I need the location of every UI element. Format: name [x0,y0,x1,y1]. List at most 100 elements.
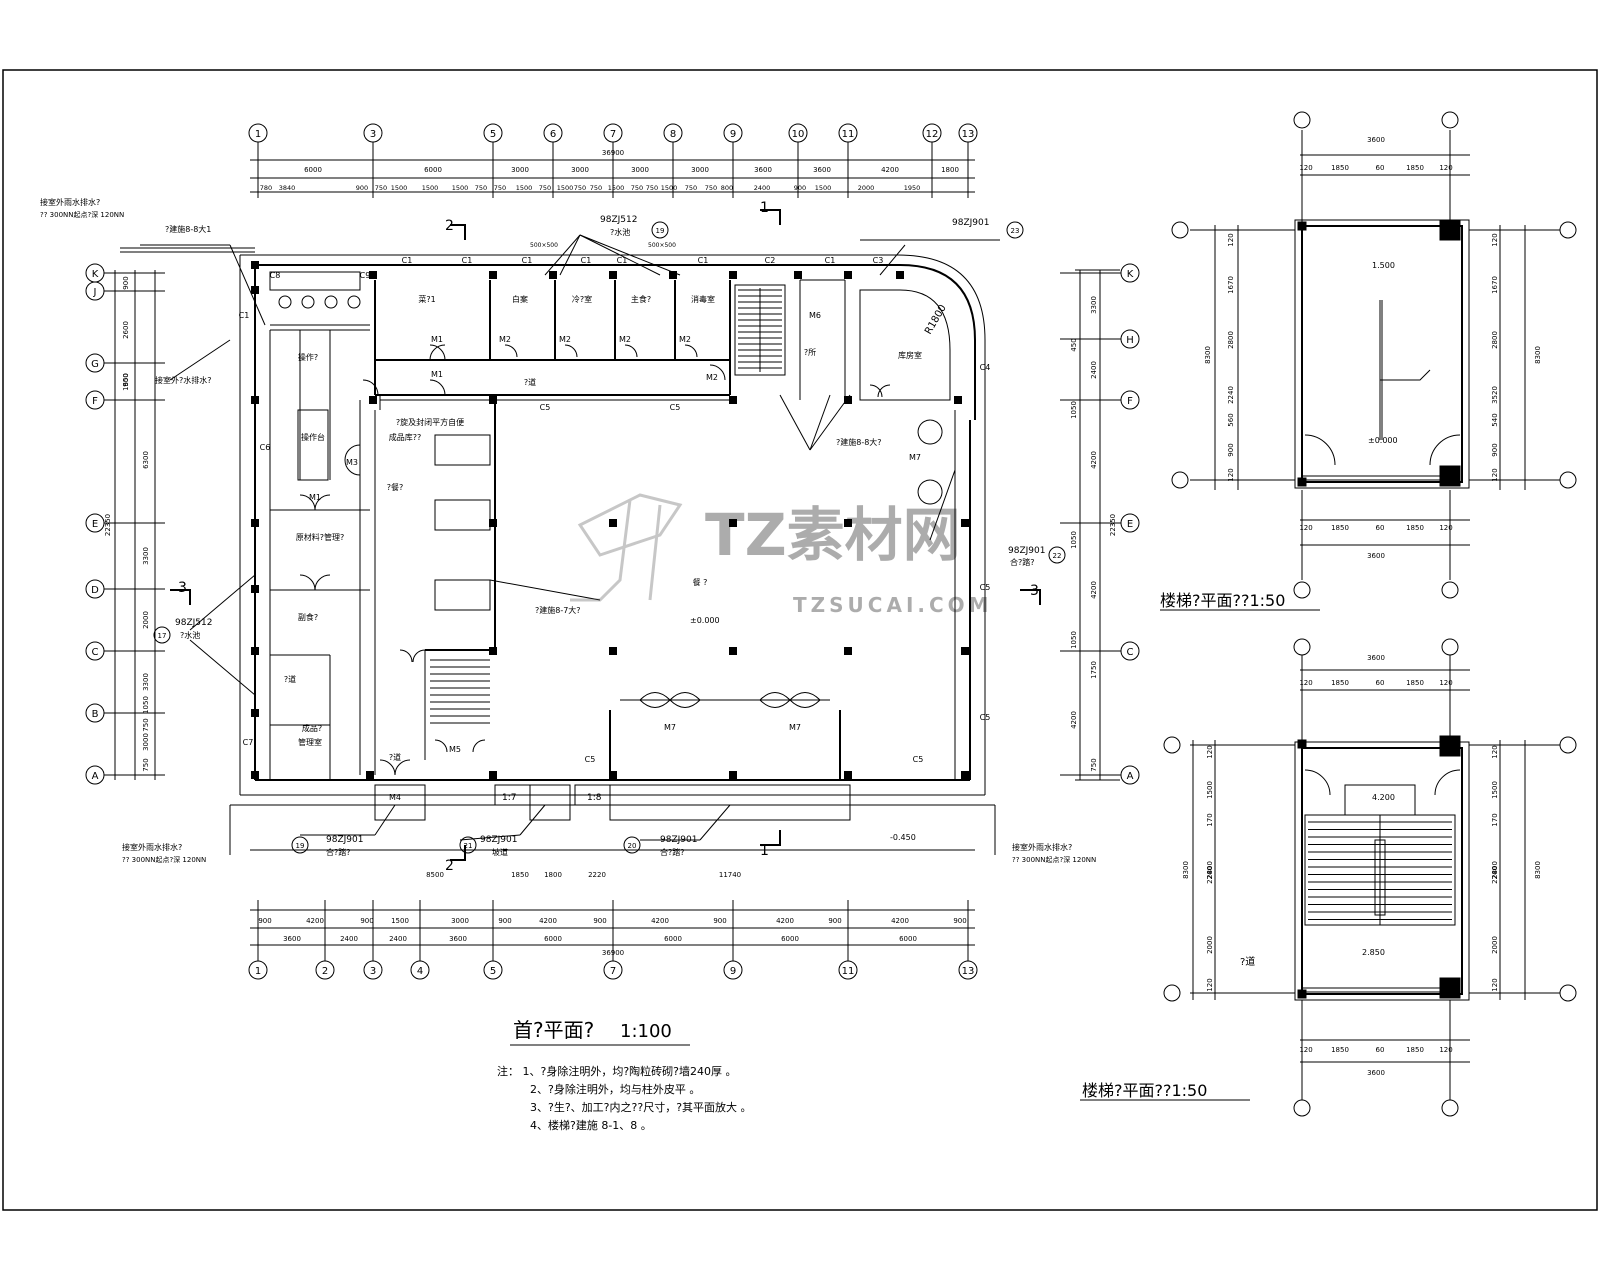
column [369,396,377,404]
callout-std-ref-sub: ?水池 [610,227,630,237]
window-label: C5 [980,713,991,722]
column [489,271,497,279]
dim-top-detail: 1500 [815,184,832,192]
stair-a-level: 1.500 [1372,261,1395,270]
dim-top: 3000 [511,166,529,174]
column [251,585,259,593]
stair-a-dim-left: 1670 [1227,276,1235,294]
dim-bottom: 4200 [776,917,794,925]
dim-left-total: 22350 [104,514,112,536]
stair-b-corridor: ?道 [1240,955,1255,968]
axis-bottom-label: 7 [610,966,616,977]
dim-left: 750 [142,718,150,731]
window-label: C1 [522,256,533,265]
general-notes: 注： 1、?身除注明外，均?陶粒砖砌?墙240厚 。2、?身除注明外，均与柱外皮… [497,1064,752,1132]
stair-a-dim-left: 120 [1227,233,1235,246]
stair-b-dim-left: 2000 [1206,936,1214,954]
column [489,519,497,527]
door-label: M2 [499,335,511,344]
stair-a-dim-total-left: 8300 [1204,346,1212,364]
dim-top-detail: 1500 [422,184,439,192]
dim-top-detail: 2000 [858,184,875,192]
stair-plan-a [1160,111,1577,611]
axis-bottom-label: 3 [370,966,376,977]
column [609,771,617,779]
callout-slope: 1:7 [502,793,516,803]
axis-right-label: C [1127,647,1134,658]
ref-number: 19 [656,227,665,235]
window-label: C7 [243,738,254,747]
stair-b-level: 4.200 [1372,793,1395,802]
column [961,647,969,655]
stair-a-dim-left: 120 [1227,468,1235,481]
dim-top-total: 36900 [602,149,624,157]
dim-bottom: 4200 [306,917,324,925]
dim-bottom-extra: 1800 [544,871,562,879]
dim-right: 3300 [1090,296,1098,314]
dim-top-detail: 1500 [452,184,469,192]
dim-bottom-extra: 11740 [719,871,741,879]
window-label: C1 [402,256,413,265]
section-1-bottom: 1 [760,843,769,859]
stair-b-dim-total: 3600 [1367,1069,1385,1077]
dim-top-detail: 750 [631,184,643,192]
dim-bottom-extra: 2220 [588,871,606,879]
window-label: C8 [270,271,281,280]
dim-left: 3000 [142,733,150,751]
column [729,771,737,779]
axis-right-label: K [1127,269,1134,280]
stair-b-dim-left: 2800 [1206,861,1214,879]
callout-detail-ref: ?建施8-8大1 [165,224,211,234]
column [609,271,617,279]
section-3-right: 3 [1030,583,1039,599]
window-label: C5 [585,755,596,764]
room-label-r12: ?餐? [387,483,404,492]
callout-size: 500×500 [530,242,558,249]
room-label-r4: 主食? [631,294,651,304]
window-label: C1 [462,256,473,265]
room-label-r19: ?道 [284,674,296,684]
dim-bottom: 900 [713,917,726,925]
dim-top: 4200 [881,166,899,174]
axis-right-label: A [1127,771,1134,782]
door-label: M1 [431,370,443,379]
axis-top-label: 6 [550,129,556,140]
callout-size: 500×500 [648,242,676,249]
column [489,647,497,655]
note-line: 注： 1、?身除注明外，均?陶粒砖砌?墙240厚 。 [497,1064,737,1078]
callout-detail-ref: ?建施8-8大? [836,437,882,447]
dim-top-detail: 750 [475,184,487,192]
dim-top: 3600 [754,166,772,174]
dim-top: 3000 [691,166,709,174]
window-label: C5 [540,403,551,412]
dim-bottom: 3600 [449,935,467,943]
stair-a-dim: 60 [1376,164,1385,172]
stair-b-dim-left: 120 [1206,745,1214,758]
window-label: C4 [980,363,991,372]
stair-a-dim-right: 3520 [1491,386,1499,404]
dim-bottom: 4200 [651,917,669,925]
axis-left-label: E [92,519,98,530]
stair-plan-a-title: 楼梯?平面??1:50 [1160,591,1285,610]
dim-top-detail: 900 [356,184,368,192]
stair-b-dim-top: 3600 [1367,654,1385,662]
dim-top-detail: 3840 [279,184,296,192]
room-label-r5: 消毒室 [691,294,715,304]
column [961,519,969,527]
window-label: C5 [913,755,924,764]
ref-number: 21 [464,842,473,850]
stair-a-dim: 120 [1299,524,1312,532]
door-label: M2 [559,335,571,344]
dim-top-detail: 750 [375,184,387,192]
level-outside: -0.450 [890,833,916,842]
note-line: 4、楼梯?建施 8-1、8 。 [530,1118,652,1132]
callout-std-ref: 98ZJ512 [600,215,637,225]
stair-a-level: ±0.000 [1368,436,1398,445]
callout-drain-note: 接室外雨水排水? [122,842,182,852]
column [794,271,802,279]
axis-bottom-label: 11 [842,966,855,977]
main-plan-title-block: 首?平面? 1:100 [510,1018,690,1046]
stair-a-dim: 1850 [1406,524,1424,532]
